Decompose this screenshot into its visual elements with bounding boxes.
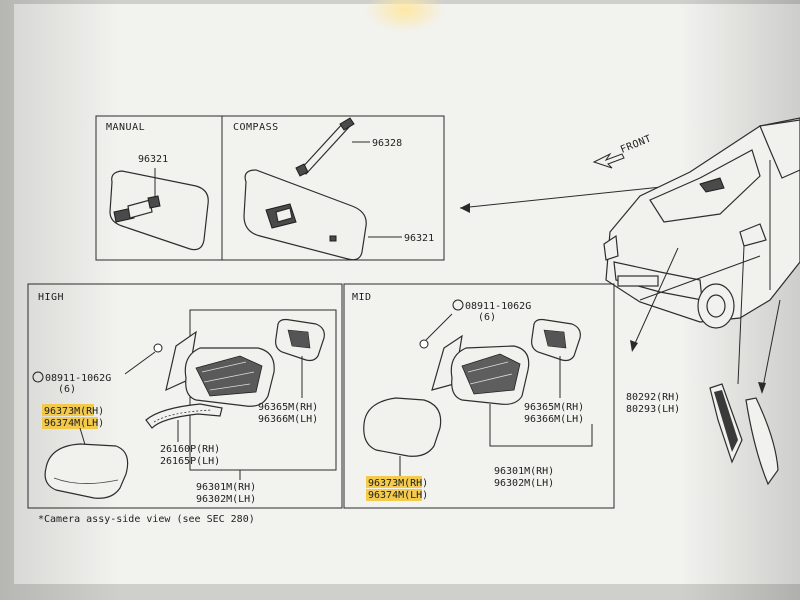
label-high-assy-lh: 96302M(LH) bbox=[196, 494, 256, 505]
arrowhead-top bbox=[460, 203, 470, 213]
finisher-lh-drawing bbox=[745, 397, 779, 486]
arrowhead-finisher bbox=[758, 382, 766, 394]
mid-bolt-icon bbox=[419, 339, 429, 349]
mid-mirror-cover bbox=[363, 397, 442, 457]
label-high-bolt-qty: (6) bbox=[58, 384, 76, 395]
highlight-high-cover-rh bbox=[42, 404, 94, 416]
highlight-mid-cover-rh bbox=[366, 476, 422, 488]
label-mid-assy-lh: 96302M(LH) bbox=[494, 478, 554, 489]
label-finisher-lh: 80293(LH) bbox=[626, 404, 680, 415]
high-bolt-icon bbox=[153, 343, 163, 353]
label-finisher-rh: 80292(RH) bbox=[626, 392, 680, 403]
label-high-lamp-rh: 26160P(RH) bbox=[160, 444, 220, 455]
manual-mirror-drawing bbox=[109, 168, 209, 251]
label-high-bolt: 08911-1062G bbox=[45, 373, 111, 384]
finisher-group: 80292(RH) 80293(LH) bbox=[626, 383, 779, 486]
mid-mirror-group: MID 08911-1062G (6) 96365M(RH) 96366M(LH… bbox=[343, 283, 615, 509]
mid-box bbox=[343, 283, 615, 509]
leader-arrow-finisher-2 bbox=[761, 299, 781, 393]
label-96321-compass: 96321 bbox=[404, 233, 434, 244]
high-box bbox=[27, 283, 343, 509]
section-compass: COMPASS bbox=[233, 122, 279, 133]
label-high-glass-rh: 96365M(RH) bbox=[258, 402, 318, 413]
section-manual: MANUAL bbox=[106, 122, 145, 133]
high-mirror-cover bbox=[44, 443, 129, 499]
high-bolt-symbol-n bbox=[32, 371, 44, 383]
label-mid-cover-rh: 96373M(RH) bbox=[368, 478, 428, 489]
arrowhead-mid bbox=[630, 340, 638, 352]
compass-bracket-drawing bbox=[295, 117, 370, 177]
high-turn-lamp bbox=[145, 403, 223, 429]
label-mid-glass-lh: 96366M(LH) bbox=[524, 414, 584, 425]
label-mid-bolt: 08911-1062G bbox=[465, 301, 531, 312]
label-high-lamp-lh: 26165P(LH) bbox=[160, 456, 220, 467]
leader-arrow-finisher bbox=[737, 245, 745, 385]
footnote: *Camera assy-side view (see SEC 280) bbox=[38, 514, 255, 525]
label-96321-manual: 96321 bbox=[138, 154, 168, 165]
truck-drawing bbox=[603, 117, 800, 329]
label-high-cover-rh: 96373M(RH) bbox=[44, 406, 104, 417]
highlight-mid-cover-lh bbox=[366, 489, 422, 501]
highlight-high-cover-lh bbox=[42, 417, 98, 429]
screen-glare bbox=[365, 0, 445, 32]
label-high-assy-rh: 96301M(RH) bbox=[196, 482, 256, 493]
label-high-cover-lh: 96374M(LH) bbox=[44, 418, 104, 429]
section-mid: MID bbox=[352, 292, 372, 303]
mid-bolt-symbol-n bbox=[452, 299, 464, 311]
high-mirror-group: HIGH 08911-1062G (6) 96365M(RH) 96366M(L… bbox=[27, 283, 343, 509]
leader-arrow-mid bbox=[631, 247, 679, 351]
leader-arrow-top bbox=[459, 183, 691, 209]
section-high: HIGH bbox=[38, 292, 64, 303]
mid-assy-bracket-line bbox=[489, 404, 593, 447]
compass-mirror-drawing bbox=[243, 169, 402, 261]
label-mid-cover-lh: 96374M(LH) bbox=[368, 490, 428, 501]
rear-view-mirror-group: MANUAL COMPASS 96321 96328 96321 bbox=[95, 115, 445, 261]
label-high-glass-lh: 96366M(LH) bbox=[258, 414, 318, 425]
label-96328: 96328 bbox=[372, 138, 402, 149]
label-mid-assy-rh: 96301M(RH) bbox=[494, 466, 554, 477]
label-mid-glass-rh: 96365M(RH) bbox=[524, 402, 584, 413]
label-mid-bolt-qty: (6) bbox=[478, 312, 496, 323]
top-box bbox=[95, 115, 445, 261]
